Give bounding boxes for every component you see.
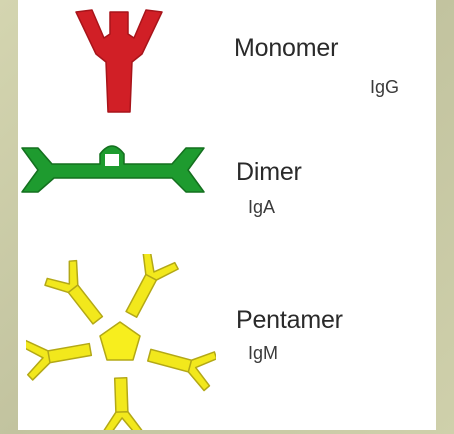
pentamer-label: Pentamer [236,308,343,333]
iga-label: IgA [248,198,275,216]
dimer-label: Dimer [236,160,302,185]
igm-label: IgM [248,344,278,362]
diagram-panel: Monomer IgG Dimer IgA Pentamer IgM [18,0,436,430]
monomer-antibody-icon [70,4,168,114]
igg-label: IgG [370,78,399,96]
pentamer-antibody-icon [26,254,216,430]
monomer-label: Monomer [234,36,338,61]
dimer-antibody-icon [18,140,208,202]
